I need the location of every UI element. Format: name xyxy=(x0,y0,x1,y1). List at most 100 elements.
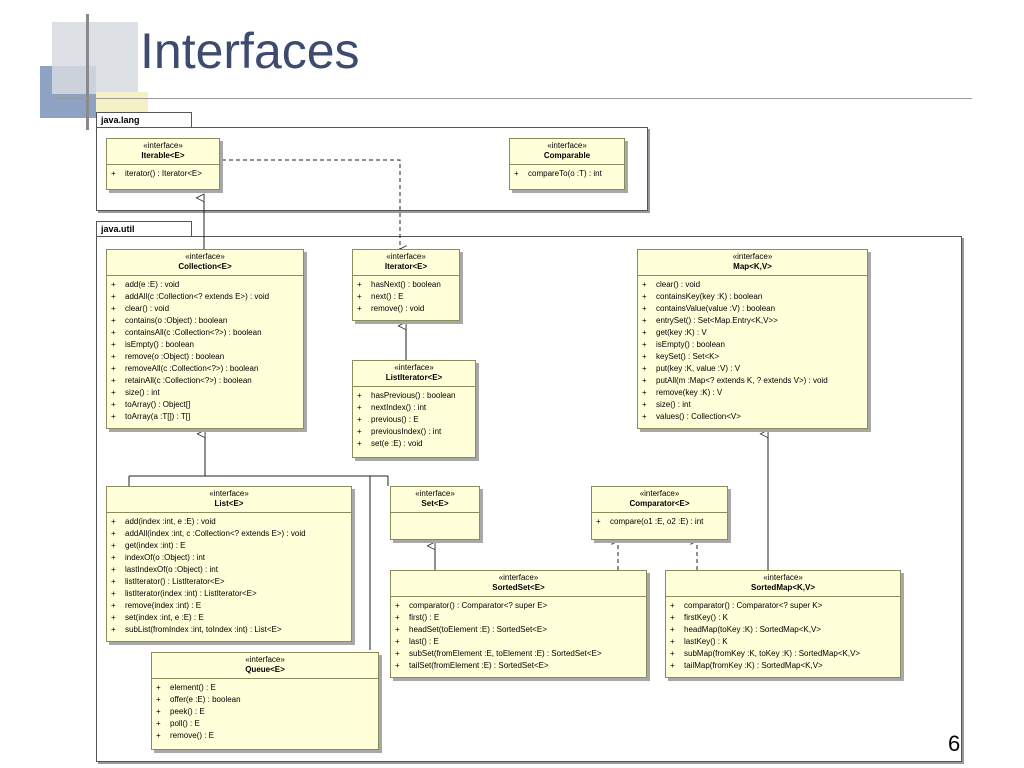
operation-signature: keySet() : Set<K> xyxy=(656,352,720,361)
operation-signature: hasNext() : boolean xyxy=(371,280,441,289)
operation-item: +size() : int xyxy=(111,387,299,399)
package-label: java.util xyxy=(101,224,135,234)
operation-item: +compare(o1 :E, o2 :E) : int xyxy=(596,516,723,528)
package-tab-java-util: java.util xyxy=(96,221,192,237)
stereotype-label: «interface» xyxy=(763,573,803,582)
operation-item: + values() : Collection<V> xyxy=(642,411,863,423)
operation-item: +toArray(a :T[]) : T[] xyxy=(111,411,299,423)
visibility-marker: + xyxy=(357,304,362,313)
operation-item: +tailSet(fromElement :E) : SortedSet<E> xyxy=(395,660,642,672)
operation-list: +hasNext() : boolean+next() : E+remove()… xyxy=(353,276,459,318)
operation-item: + remove() : void xyxy=(357,303,455,315)
class-set: «interface»Set<E> xyxy=(390,486,480,540)
class-comparator: «interface»Comparator<E> +compare(o1 :E, … xyxy=(591,486,728,540)
operation-list: +comparator() : Comparator<? super E>+fi… xyxy=(391,597,646,675)
operation-item: +compareTo(o :T) : int xyxy=(514,168,620,180)
operation-signature: compareTo(o :T) : int xyxy=(528,169,602,178)
operation-item: + clear() : void xyxy=(111,303,299,315)
operation-item: +first() : E xyxy=(395,612,642,624)
visibility-marker: + xyxy=(642,388,647,397)
operation-item: +subMap(fromKey :K, toKey :K) : SortedMa… xyxy=(670,648,896,660)
visibility-marker: + xyxy=(111,517,116,526)
operation-signature: set(index :int, e :E) : E xyxy=(125,613,204,622)
operation-signature: lastKey() : K xyxy=(684,637,728,646)
visibility-marker: + xyxy=(357,403,362,412)
class-queue: «interface»Queue<E>+element() : E+offer(… xyxy=(151,652,379,750)
class-header: «interface»Collection<E> xyxy=(107,250,303,276)
operation-signature: addAll(index :int, c :Collection<? exten… xyxy=(125,529,306,538)
operation-item: +addAll(c :Collection<? extends E>) : vo… xyxy=(111,291,299,303)
stereotype-label: «interface» xyxy=(386,252,426,261)
visibility-marker: + xyxy=(111,589,116,598)
class-iterable: «interface»Iterable<E>+iterator() : Iter… xyxy=(106,138,220,190)
operation-item: +containsKey(key :K) : boolean xyxy=(642,291,863,303)
visibility-marker: + xyxy=(642,412,647,421)
operation-signature: tailMap(fromKey :K) : SortedMap<K,V> xyxy=(684,661,823,670)
operation-item: +peek() : E xyxy=(156,706,374,718)
class-header: «interface»SortedSet<E> xyxy=(391,571,646,597)
visibility-marker: + xyxy=(642,280,647,289)
visibility-marker: + xyxy=(596,517,601,526)
operation-item: + clear() : void xyxy=(642,279,863,291)
visibility-marker: + xyxy=(642,316,647,325)
visibility-marker: + xyxy=(111,328,116,337)
operation-item: +comparator() : Comparator<? super E> xyxy=(395,600,642,612)
visibility-marker: + xyxy=(357,439,362,448)
operation-item: +isEmpty() : boolean xyxy=(642,339,863,351)
visibility-marker: + xyxy=(642,328,647,337)
visibility-marker: + xyxy=(670,613,675,622)
visibility-marker: + xyxy=(357,427,362,436)
visibility-marker: + xyxy=(111,553,116,562)
visibility-marker: + xyxy=(642,292,647,301)
class-sortedset: «interface»SortedSet<E>+comparator() : C… xyxy=(390,570,647,678)
package-tab-java-lang: java.lang xyxy=(96,112,192,128)
operation-item: +poll() : E xyxy=(156,718,374,730)
visibility-marker: + xyxy=(642,352,647,361)
class-collection: «interface»Collection<E>+add(e :E) : voi… xyxy=(106,249,304,429)
operation-item: +putAll(m :Map<? extends K, ? extends V>… xyxy=(642,375,863,387)
class-name: ListIterator<E> xyxy=(385,373,443,382)
operation-signature: remove() : E xyxy=(170,731,215,740)
operation-list: +element() : E+offer(e :E) : boolean+pee… xyxy=(152,679,378,745)
class-name: Map<K,V> xyxy=(733,262,772,271)
class-name: Iterable<E> xyxy=(141,151,185,160)
operation-signature: clear() : void xyxy=(656,280,701,289)
operation-list: + clear() : void +containsKey(key :K) : bo… xyxy=(638,276,867,426)
operation-signature: remove(index :int) : E xyxy=(125,601,202,610)
operation-item: +retainAll(c :Collection<?>) : boolean xyxy=(111,375,299,387)
stereotype-label: «interface» xyxy=(415,489,455,498)
class-header: «interface»Comparator<E> xyxy=(592,487,727,513)
operation-list: +iterator() : Iterator<E> xyxy=(107,165,219,183)
visibility-marker: + xyxy=(111,304,116,313)
operation-item: +isEmpty() : boolean xyxy=(111,339,299,351)
visibility-marker: + xyxy=(111,412,116,421)
operation-signature: comparator() : Comparator<? super K> xyxy=(684,601,823,610)
operation-item: +listIterator() : ListIterator<E> xyxy=(111,576,347,588)
operation-signature: toArray() : Object[] xyxy=(125,400,191,409)
operation-item: +remove(index :int) : E xyxy=(111,600,347,612)
operation-signature: poll() : E xyxy=(170,719,200,728)
operation-item: +put(key :K, value :V) : V xyxy=(642,363,863,375)
operation-item: +entrySet() : Set<Map.Entry<K,V>> xyxy=(642,315,863,327)
visibility-marker: + xyxy=(395,613,400,622)
operation-signature: values() : Collection<V> xyxy=(656,412,741,421)
operation-list: +compareTo(o :T) : int xyxy=(510,165,624,183)
class-name: Comparator<E> xyxy=(629,499,690,508)
visibility-marker: + xyxy=(111,280,116,289)
operation-signature: subList(fromIndex :int, toIndex :int) : … xyxy=(125,625,282,634)
operation-item: +last() : E xyxy=(395,636,642,648)
decor-hline xyxy=(52,98,972,99)
operation-signature: previousIndex() : int xyxy=(371,427,442,436)
stereotype-label: «interface» xyxy=(498,573,539,582)
visibility-marker: + xyxy=(395,661,400,670)
visibility-marker: + xyxy=(670,637,675,646)
operation-signature: remove() : void xyxy=(371,304,425,313)
class-header: «interface»Iterator<E> xyxy=(353,250,459,276)
operation-signature: removeAll(c :Collection<?>) : boolean xyxy=(125,364,259,373)
operation-item: +get(index :int) : E xyxy=(111,540,347,552)
operation-signature: clear() : void xyxy=(125,304,170,313)
operation-item: +element() : E xyxy=(156,682,374,694)
operation-item: +hasNext() : boolean xyxy=(357,279,455,291)
visibility-marker: + xyxy=(670,601,675,610)
visibility-marker: + xyxy=(156,731,161,740)
